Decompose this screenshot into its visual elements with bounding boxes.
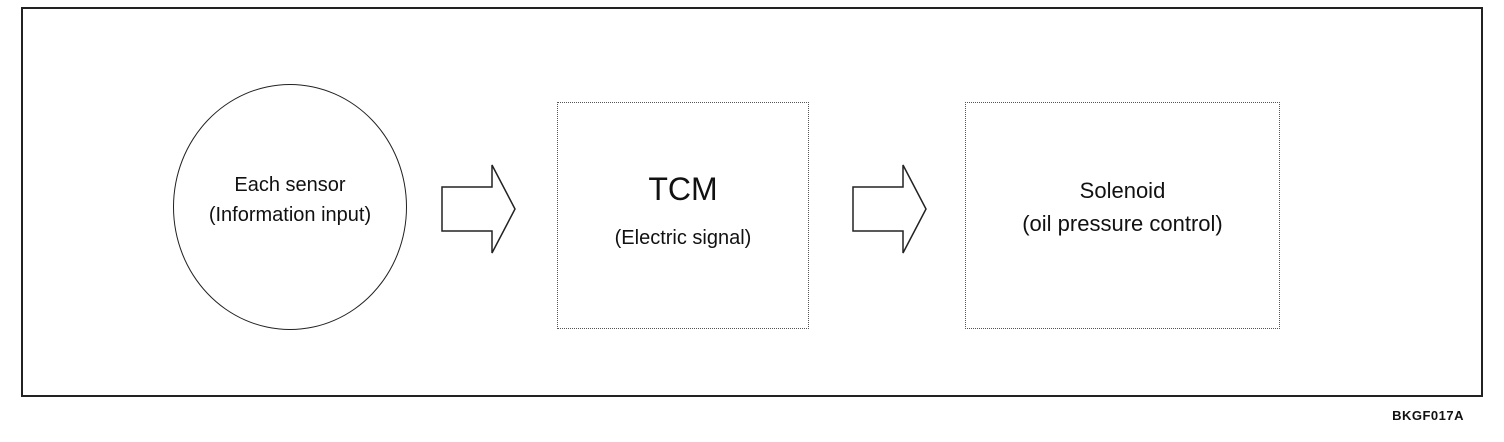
solenoid-node-box	[965, 102, 1280, 329]
tcm-node-box	[557, 102, 809, 329]
diagram-frame	[21, 7, 1483, 397]
sensor-node-ellipse	[173, 84, 407, 330]
sensor-label: Each sensor	[234, 174, 346, 196]
flow-arrow-right-icon	[441, 164, 516, 254]
flow-arrow-right-icon	[852, 164, 927, 254]
solenoid-sublabel: (oil pressure control)	[1022, 211, 1223, 236]
figure-code: BKGF017A	[1392, 408, 1464, 423]
sensor-sublabel: (Information input)	[208, 204, 372, 226]
solenoid-label: Solenoid	[1079, 178, 1166, 203]
tcm-title: TCM	[648, 171, 718, 207]
tcm-subtitle: (Electric signal)	[614, 227, 752, 249]
